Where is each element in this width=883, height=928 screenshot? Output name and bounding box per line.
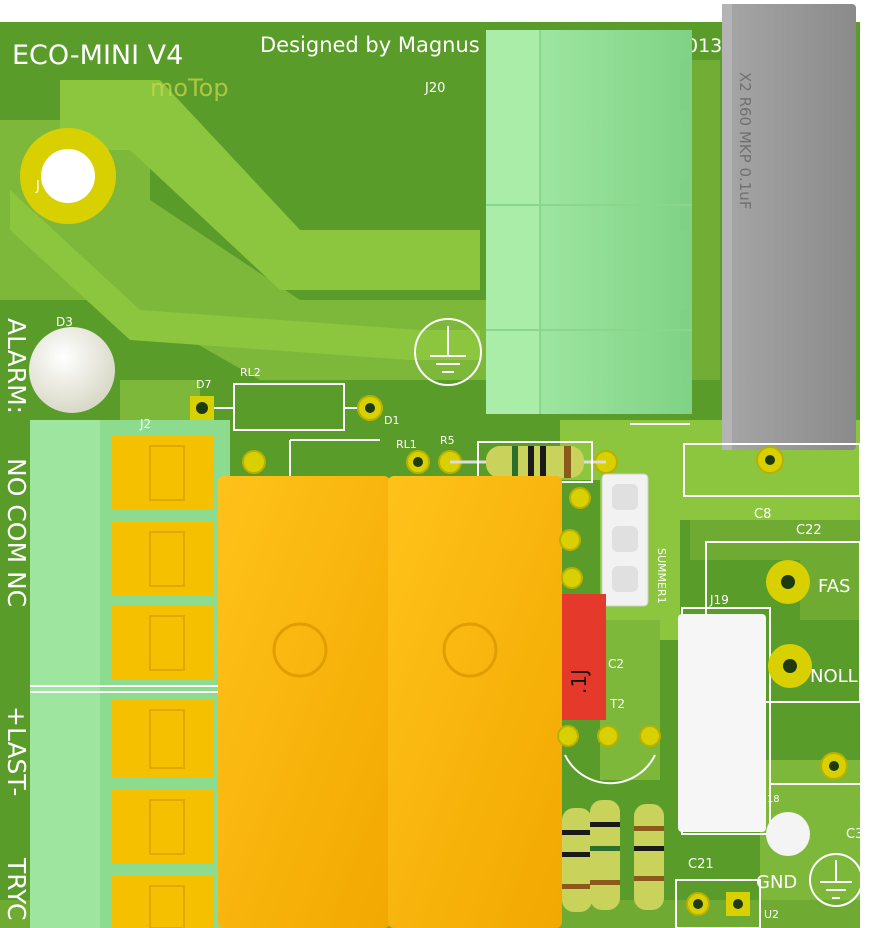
pad-relay-top xyxy=(242,450,266,474)
label-last: +LAST- xyxy=(2,706,31,796)
transistor-t2-pads xyxy=(557,725,661,785)
refdes-d1: D1 xyxy=(384,414,399,427)
refdes-t2: T2 xyxy=(609,697,625,711)
film-capacitor-c2: .1J xyxy=(562,594,606,720)
component-j19 xyxy=(678,614,766,832)
resistor-r5 xyxy=(486,446,584,478)
label-tryc: TRYC xyxy=(2,857,31,920)
label-noll: NOLL xyxy=(810,666,858,687)
earth-symbol-gnd xyxy=(809,853,863,907)
board-edge-white xyxy=(860,0,883,928)
year-fragment: 013 xyxy=(686,35,722,57)
refdes-j18: J18 xyxy=(763,794,780,805)
x2-capacitor: X2 R60 MKP 0.1uF xyxy=(722,4,856,450)
pads-right-of-relays xyxy=(559,487,591,589)
label-fas: FAS xyxy=(818,576,850,597)
earth-symbol-top xyxy=(414,318,482,386)
refdes-summer1: SUMMER1 xyxy=(655,548,668,604)
resistor-bottom-1 xyxy=(562,808,592,912)
refdes-j2: J2 xyxy=(139,417,151,431)
label-gnd: GND xyxy=(756,872,797,893)
logo-mark: moTop xyxy=(150,74,229,102)
mounting-hole xyxy=(20,128,116,224)
refdes-rl1: RL1 xyxy=(396,438,417,451)
refdes-d7: D7 xyxy=(196,378,211,391)
resistor-bottom-2 xyxy=(590,800,620,910)
refdes-rl2: RL2 xyxy=(240,366,261,379)
refdes-c22: C22 xyxy=(796,523,822,538)
led-d3 xyxy=(29,327,115,413)
resistor-bottom-3 xyxy=(634,804,664,910)
refdes-c3: C3 xyxy=(846,827,863,842)
refdes-mounting: J xyxy=(35,179,40,194)
svg-text:.1J: .1J xyxy=(567,669,591,694)
board-title: ECO-MINI V4 xyxy=(12,40,183,71)
capacitor-c3 xyxy=(766,812,810,856)
board-top-white xyxy=(0,0,860,22)
refdes-c2: C2 xyxy=(608,657,624,671)
refdes-c21: C21 xyxy=(688,857,714,872)
relay-right xyxy=(388,476,562,928)
refdes-j20: J20 xyxy=(424,81,445,96)
designer-credit: Designed by Magnus xyxy=(260,33,480,57)
refdes-j19: J19 xyxy=(709,593,729,607)
label-alarm: ALARM: xyxy=(2,318,31,414)
relay-left xyxy=(218,476,390,928)
refdes-d3: D3 xyxy=(56,315,73,329)
refdes-r5: R5 xyxy=(440,434,455,447)
terminal-block-j20 xyxy=(486,30,692,414)
refdes-c8: C8 xyxy=(754,507,771,522)
c21-outline xyxy=(675,879,761,928)
refdes-u2: U2 xyxy=(764,908,779,921)
svg-text:X2 R60 MKP 0.1uF: X2 R60 MKP 0.1uF xyxy=(736,72,754,209)
label-no-com-nc: NO COM NC xyxy=(2,458,31,607)
summer1-header xyxy=(601,473,649,607)
terminal-screws xyxy=(112,436,214,928)
